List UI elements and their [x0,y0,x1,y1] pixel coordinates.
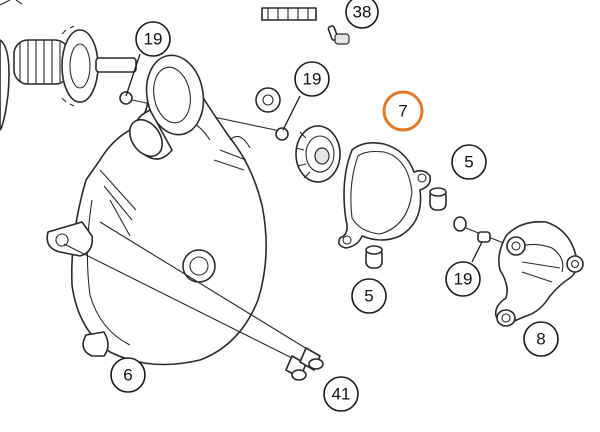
callout-8: 8 [523,321,559,357]
callout-7: 7 [382,90,424,132]
callout-label: 5 [464,153,473,172]
callout-label: 19 [144,30,163,49]
callout-38: 38 [345,0,379,29]
bolt-38 [327,25,350,45]
callout-5b: 5 [351,278,387,314]
callout-5a: 5 [451,144,487,180]
callout-19a: 19 [125,21,171,97]
impeller [295,125,341,183]
bushing-lower [365,245,383,269]
generator-cover [46,54,281,366]
bushing-upper [429,187,447,211]
gasket [338,142,432,249]
gear-shaft-assembly [0,0,317,133]
bolt-washer-19c [453,216,507,245]
callout-label: 38 [353,3,372,22]
callout-label: 5 [364,287,373,306]
callout-41: 41 [323,376,359,412]
callout-19b: 19 [282,61,330,131]
callout-label: 19 [303,70,322,89]
callout-label: 8 [536,330,545,349]
callout-label: 19 [454,270,473,289]
water-pump-cover [494,220,584,327]
callout-label: 41 [332,385,351,404]
long-bolts [63,221,324,381]
callout-19c: 19 [445,241,483,297]
callout-label: 7 [398,102,407,121]
washer-19b [275,127,289,141]
callout-6: 6 [110,357,146,393]
callout-label: 6 [123,366,132,385]
